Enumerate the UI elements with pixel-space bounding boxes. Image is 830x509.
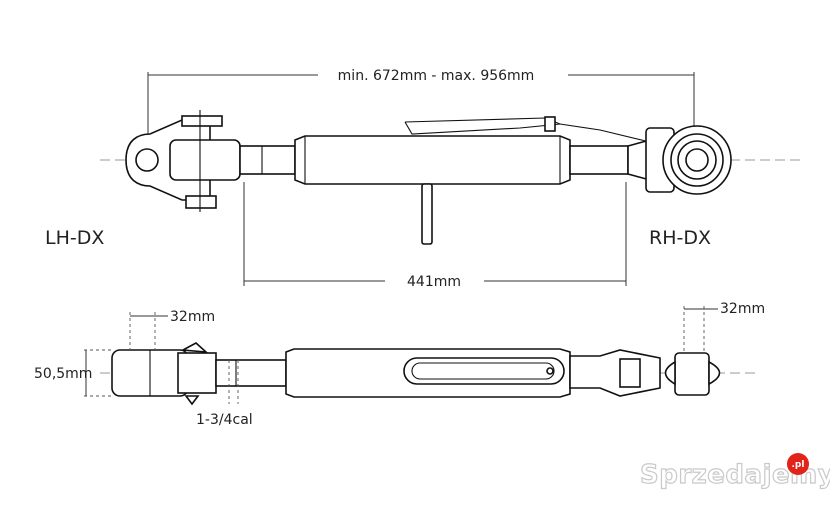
bottom-right-link [569, 349, 661, 397]
thread-size-label: 1-3/4cal [196, 412, 253, 428]
latch-spring [404, 121, 651, 143]
left-width-label: 32mm [170, 309, 215, 325]
right-width-label: 32mm [720, 301, 765, 317]
overall-length-label: min. 672mm - max. 956mm [338, 68, 535, 84]
height-label: 50,5mm [34, 366, 92, 382]
left-thread-shaft [239, 145, 296, 175]
tube-handle [421, 183, 433, 245]
right-ball-side [664, 352, 721, 396]
right-ball-eye [645, 125, 732, 195]
bottom-view: 32mm 32mm 50,5mm 1-3/4cal [34, 301, 765, 428]
main-tube [294, 135, 571, 185]
latch-slot [403, 357, 565, 385]
watermark-tld: .pl [792, 460, 805, 470]
watermark-dot-badge [787, 453, 809, 475]
top-view: min. 672mm - max. 956mm [45, 68, 800, 290]
bottom-left-shaft [215, 359, 287, 387]
right-end-label: RH-DX [649, 227, 711, 249]
watermark-logo: Sprzedajemy .pl [639, 453, 830, 491]
right-thread-shaft [569, 145, 629, 175]
left-end-label: LH-DX [45, 227, 104, 249]
left-clevis [125, 110, 241, 212]
left-fork-side [111, 342, 217, 406]
tube-length-label: 441mm [407, 274, 461, 290]
